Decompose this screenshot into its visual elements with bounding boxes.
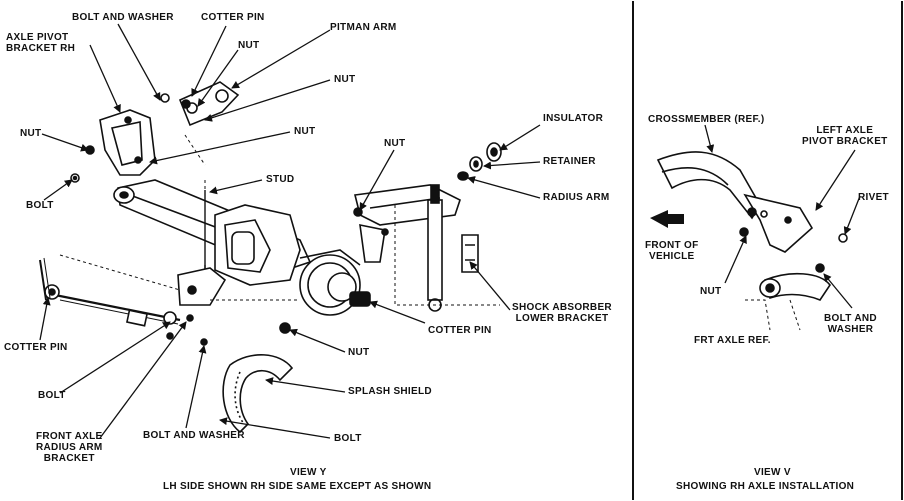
label-radius-arm: RADIUS ARM <box>543 192 610 203</box>
label-stud: STUD <box>266 174 295 185</box>
left-caption-subtitle: LH SIDE SHOWN RH SIDE SAME EXCEPT AS SHO… <box>163 481 432 492</box>
right-caption-title: VIEW V <box>754 467 791 478</box>
label-cotter-pin-top: COTTER PIN <box>201 12 265 23</box>
right-panel-frame <box>632 1 903 500</box>
label-retainer: RETAINER <box>543 156 596 167</box>
label-nut-2: NUT <box>334 74 356 85</box>
label-nut-3: NUT <box>294 126 316 137</box>
label-splash-shield: SPLASH SHIELD <box>348 386 432 397</box>
label-nut-bottom: NUT <box>348 347 370 358</box>
label-bolt-left: BOLT <box>26 200 54 211</box>
label-crossmember: CROSSMEMBER (REF.) <box>648 114 765 125</box>
right-leader-lines <box>704 124 861 309</box>
left-caption-title: VIEW Y <box>290 467 327 478</box>
label-bolt-bottom-left: BOLT <box>38 390 66 401</box>
label-nut-left: NUT <box>20 128 42 139</box>
right-illustration <box>650 151 848 331</box>
label-rivet: RIVET <box>858 192 889 203</box>
label-nut-1: NUT <box>238 40 260 51</box>
label-bolt-bottom-right: BOLT <box>334 433 362 444</box>
label-frt-axle-ref: FRT AXLE REF. <box>694 335 771 346</box>
label-front-axle-radius-arm-bracket: FRONT AXLE RADIUS ARM BRACKET <box>36 431 103 464</box>
label-bolt-and-washer-bottom: BOLT AND WASHER <box>143 430 245 441</box>
label-left-axle-pivot-bracket: LEFT AXLE PIVOT BRACKET <box>802 125 888 147</box>
right-caption-subtitle: SHOWING RH AXLE INSTALLATION <box>676 481 855 492</box>
left-leader-lines <box>39 23 541 439</box>
label-cotter-pin-mid: COTTER PIN <box>428 325 492 336</box>
label-axle-pivot-bracket-rh: AXLE PIVOT BRACKET RH <box>6 32 76 54</box>
label-pitman-arm: PITMAN ARM <box>330 22 397 33</box>
label-insulator: INSULATOR <box>543 113 604 124</box>
label-nut-4: NUT <box>384 138 406 149</box>
label-front-of-vehicle: FRONT OF VEHICLE <box>645 240 699 262</box>
label-nut-right: NUT <box>700 286 722 297</box>
label-cotter-pin-left: COTTER PIN <box>4 342 68 353</box>
label-bolt-and-washer-top: BOLT AND WASHER <box>72 12 174 23</box>
label-bolt-and-washer-right: BOLT AND WASHER <box>824 313 877 335</box>
label-shock-absorber-lower-bracket: SHOCK ABSORBER LOWER BRACKET <box>512 302 612 324</box>
left-illustration <box>39 81 502 434</box>
